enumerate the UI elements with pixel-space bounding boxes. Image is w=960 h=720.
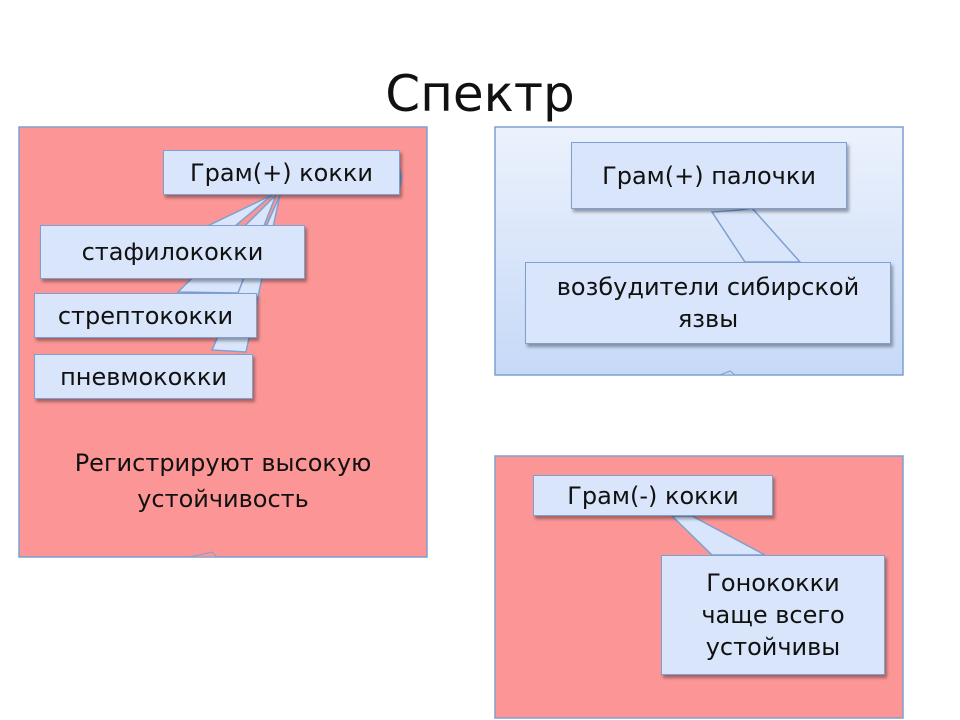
item-staphylococci: стафилококки bbox=[40, 225, 305, 279]
header-gram-negative-cocci: Грам(-) кокки bbox=[533, 475, 773, 516]
note-high-resistance: Регистрируют высокую устойчивость bbox=[74, 449, 372, 513]
item-streptococci: стрептококки bbox=[34, 293, 257, 338]
header-gram-positive-cocci: Грам(+) кокки bbox=[163, 150, 400, 195]
item-anthrax-agents: возбудители сибирской язвы bbox=[525, 262, 891, 344]
panel-gram-positive-rods-callout-tip bbox=[719, 370, 737, 376]
slide-title: Спектр bbox=[385, 65, 575, 123]
header-gram-positive-rods: Грам(+) палочки bbox=[571, 142, 847, 209]
item-pneumococci: пневмококки bbox=[34, 354, 253, 399]
item-gonococci: Гонококки чаще всего устойчивы bbox=[661, 555, 885, 675]
panel-gram-positive-cocci-callout-tip bbox=[189, 551, 219, 558]
